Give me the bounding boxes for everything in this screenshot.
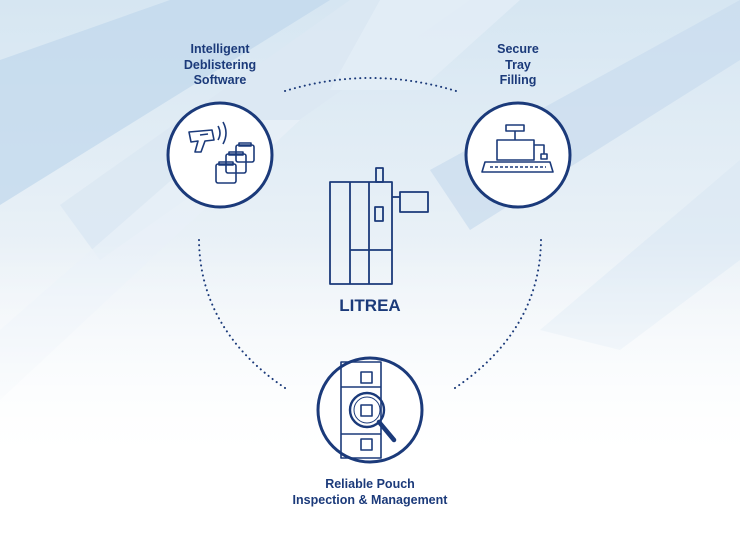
pouch-inspection-icon: [340, 361, 397, 459]
connector-arc-right: [454, 239, 542, 389]
node-circle-pouch: [316, 356, 424, 464]
node-label-pouch: Reliable Pouch Inspection & Management: [292, 477, 448, 507]
connector-arc-top: [284, 77, 457, 92]
pharmacy-cabinet-icon: [329, 167, 429, 285]
center-title: LITREA: [339, 296, 401, 315]
node-circle-tray: [464, 101, 572, 209]
scanner-bottles-icon: [188, 121, 255, 184]
node-label-deblistering: Intelligent Deblistering Software: [183, 42, 257, 87]
node-label-tray: Secure Tray Filling: [497, 42, 539, 87]
node-circle-deblistering: [166, 101, 274, 209]
connector-arc-left: [198, 239, 286, 389]
tray-dispenser-icon: [481, 124, 554, 173]
